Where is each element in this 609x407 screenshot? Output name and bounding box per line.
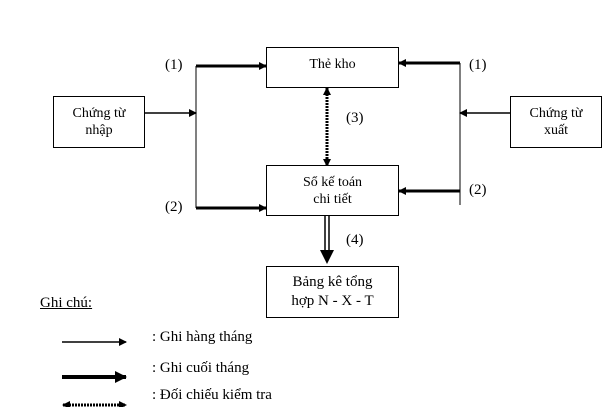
node-chung-tu-xuat: Chứng từ xuất [510,96,602,148]
node-chung-tu-nhap: Chứng từ nhập [53,96,145,148]
node-chung-tu-nhap-line2: nhập [85,123,113,138]
legend-item-reconcile: : Đối chiếu kiểm tra [152,387,272,403]
node-chung-tu-xuat-line2: xuất [543,123,569,138]
legend-item-end-of-month: : Ghi cuối tháng [152,360,250,376]
node-so-ke-toan: Sổ kế toán chi tiết [266,165,399,216]
node-so-ke-toan-line2: chi tiết [313,191,352,207]
node-the-kho-label: Thẻ kho [309,57,356,72]
edge-label-4: (4) [346,232,364,248]
edge-label-3: (3) [346,110,364,126]
node-the-kho: Thẻ kho [266,47,399,88]
node-chung-tu-xuat-line1: Chứng từ [529,106,583,121]
node-bang-ke-line1: Bảng kê tổng [292,274,373,290]
legend-title: Ghi chú: [40,295,93,311]
node-bang-ke: Bảng kê tổng hợp N - X - T [266,266,399,318]
node-so-ke-toan-line1: Sổ kế toán [302,174,363,190]
node-bang-ke-line2: hợp N - X - T [291,293,374,309]
legend-item-monthly: : Ghi hàng tháng [152,329,253,345]
edge-label-right-1: (1) [469,57,487,73]
edge-label-right-2: (2) [469,182,487,198]
arrow-4-head [320,250,334,264]
edge-label-left-2: (2) [165,199,183,215]
edge-label-left-1: (1) [165,57,183,73]
node-chung-tu-nhap-line1: Chứng từ [72,106,126,121]
